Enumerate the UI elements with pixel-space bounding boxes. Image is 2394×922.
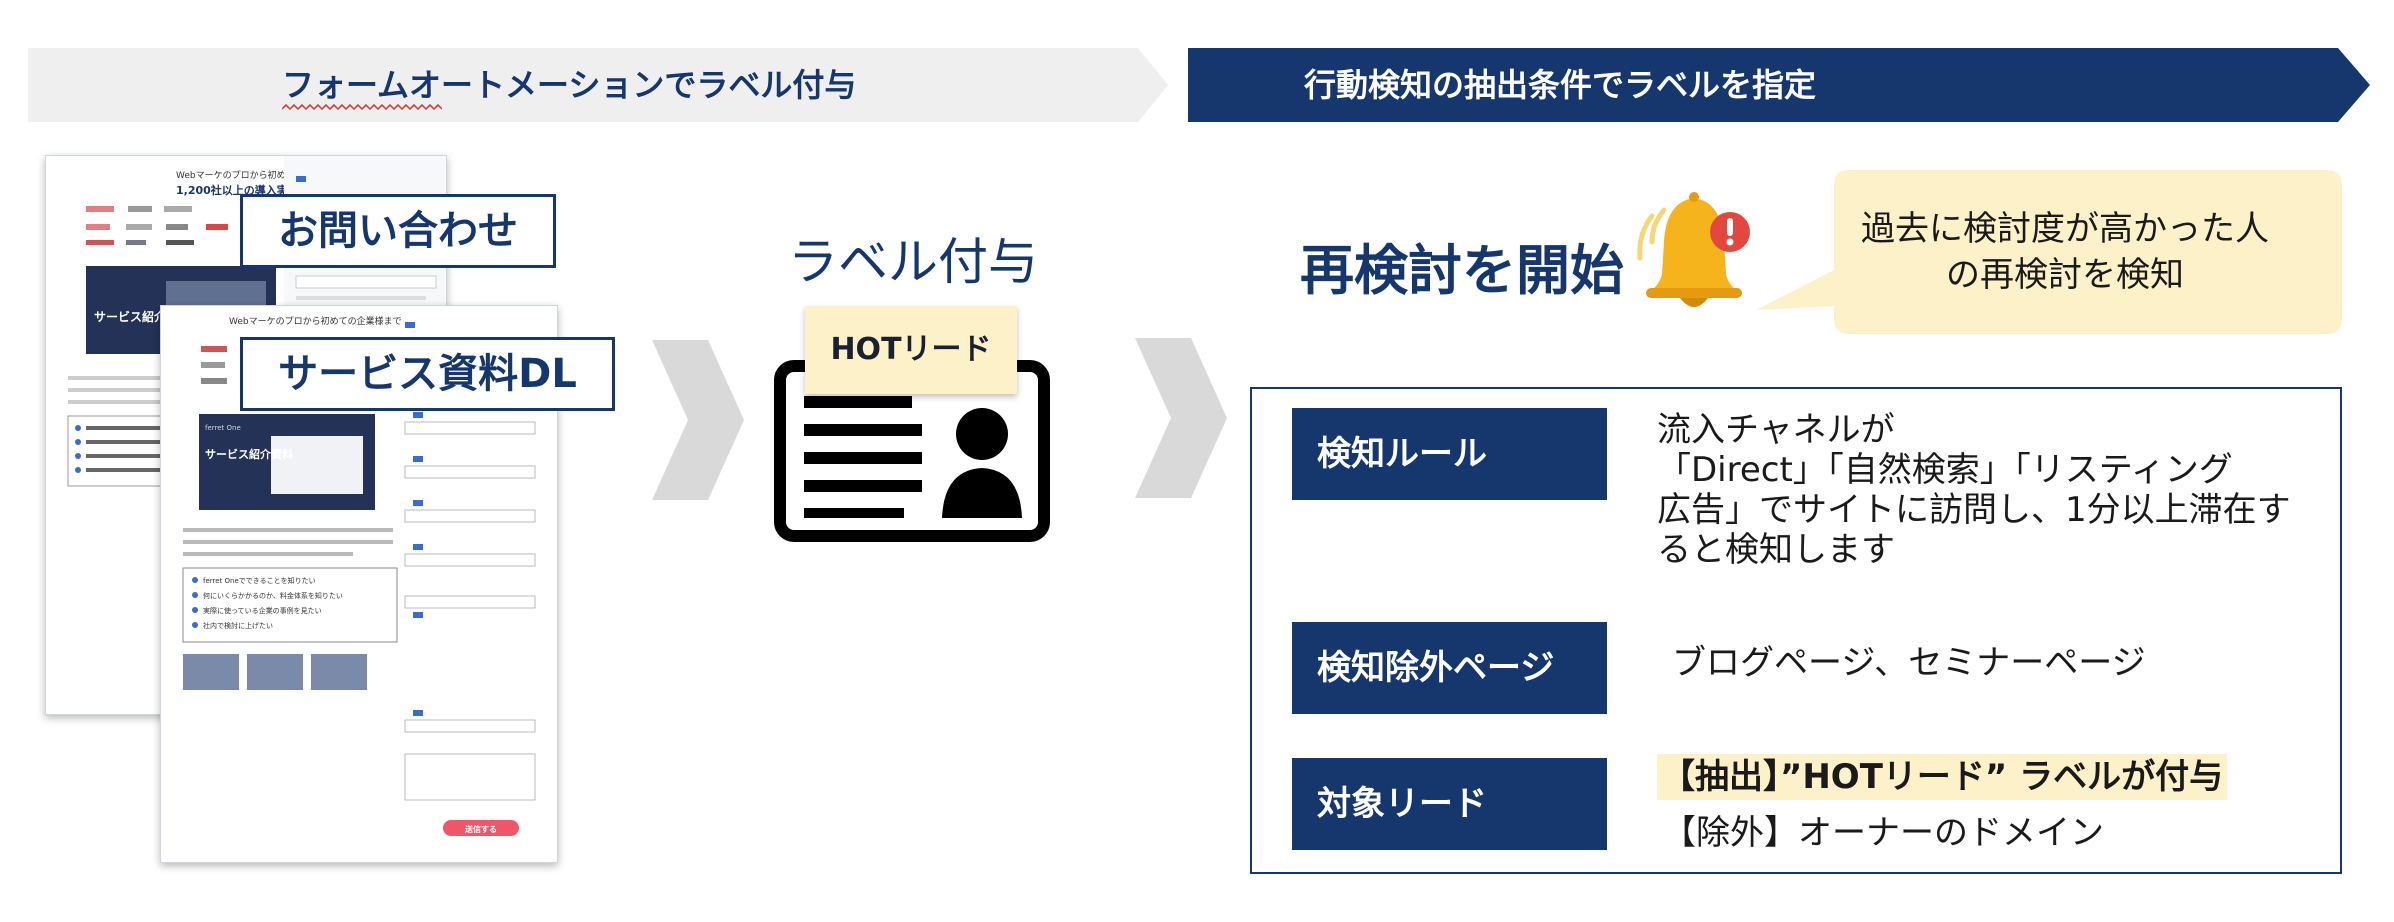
check-item-3: 実際に使っている企業の事例を見たい bbox=[203, 606, 322, 615]
contact-tag: お問い合わせ bbox=[240, 194, 556, 268]
speech-text: 過去に検討度が高かった人 の再検討を検知 bbox=[1830, 206, 2300, 298]
chevron-right-icon-2 bbox=[1135, 338, 1227, 498]
right-banner-shape bbox=[1188, 48, 2370, 122]
bell-alert-icon bbox=[1637, 192, 1750, 307]
label-title: ラベル付与 bbox=[788, 233, 1038, 291]
form-b-header: Webマーケのプロから初めての企業様まで bbox=[229, 315, 402, 327]
chevron-right-icon bbox=[652, 340, 744, 500]
form-b-brand: ferret One bbox=[205, 424, 241, 432]
hot-lead-label: HOTリード bbox=[805, 306, 1017, 394]
speech-bubble bbox=[1756, 170, 2342, 334]
download-tag: サービス資料DL bbox=[240, 337, 615, 411]
left-banner-shape bbox=[28, 48, 1168, 122]
rule-line-2: 「Direct」「自然検索」「リスティング bbox=[1657, 450, 2233, 490]
target-exclude-text: 【除外】オーナーのドメイン bbox=[1662, 813, 2104, 853]
form-header-line2: 1,200社以上の導入実績 bbox=[176, 183, 299, 197]
target-extract-text: 【抽出】”HOTリード” ラベルが付与 bbox=[1657, 754, 2228, 800]
form-b-banner-title: サービス紹介資料 bbox=[205, 447, 293, 461]
detection-rule-text: 流入チャネルが 「Direct」「自然検索」「リスティング 広告」でサイトに訪問… bbox=[1657, 410, 2291, 570]
rule-line-1: 流入チャネルが bbox=[1657, 410, 1895, 450]
speech-line-1: 過去に検討度が高かった人 bbox=[1861, 209, 2269, 249]
rule-line-3: 広告」でサイトに訪問し、1分以上滞在す bbox=[1657, 490, 2291, 530]
excluded-pages-text: ブログページ、セミナーページ bbox=[1672, 643, 2146, 683]
target-lead-label: 対象リード bbox=[1292, 758, 1607, 850]
right-banner-title: 行動検知の抽出条件でラベルを指定 bbox=[1304, 66, 1817, 104]
left-banner: フォームオートメーションでラベル付与 bbox=[28, 48, 1168, 122]
restart-title: 再検討を開始 bbox=[1300, 239, 1624, 302]
rule-line-4: ると検知します bbox=[1657, 530, 1895, 570]
right-banner: 行動検知の抽出条件でラベルを指定 bbox=[1188, 48, 2370, 122]
detection-rule-label: 検知ルール bbox=[1292, 408, 1607, 500]
excluded-pages-label: 検知除外ページ bbox=[1292, 622, 1607, 714]
check-item-2: 何にいくらかかるのか、料金体系を知りたい bbox=[203, 591, 343, 600]
check-item-4: 社内で検討に上げたい bbox=[203, 621, 273, 630]
form-submit-button: 送信する bbox=[464, 824, 497, 834]
left-banner-title: フォームオートメーションでラベル付与 bbox=[282, 66, 857, 104]
speech-line-2: の再検討を検知 bbox=[1946, 255, 2184, 295]
check-item-1: ferret Oneでできることを知りたい bbox=[203, 576, 316, 585]
spellcheck-squiggle bbox=[282, 104, 442, 111]
